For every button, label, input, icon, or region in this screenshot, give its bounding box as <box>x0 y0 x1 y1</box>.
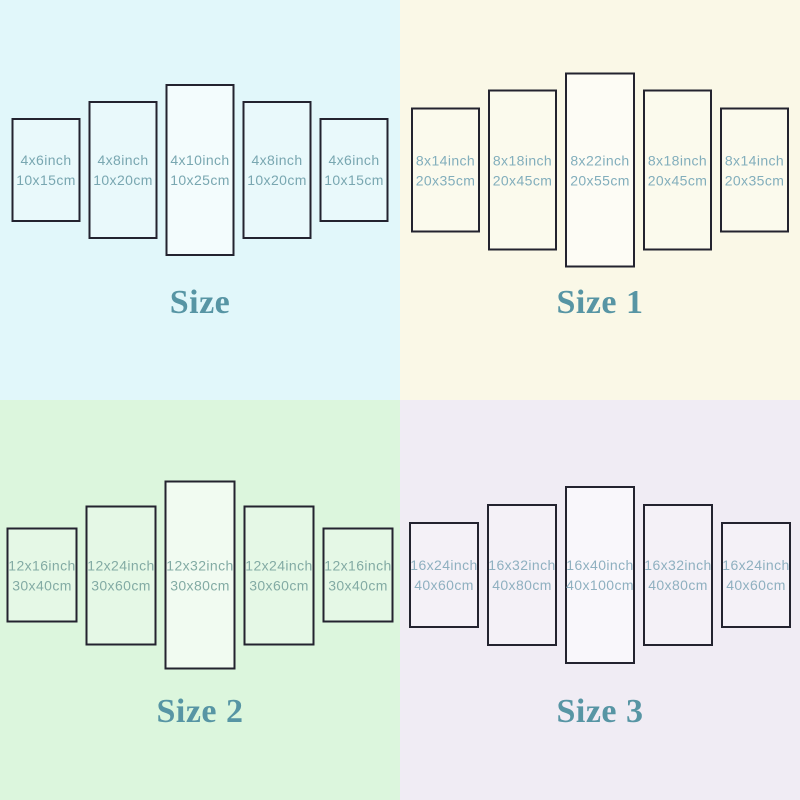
panel-size-inch: 4x10inch <box>170 152 230 168</box>
panel-label: 16x24inch 40x60cm <box>722 555 789 595</box>
panel-size-cm: 30x80cm <box>170 577 230 593</box>
quadrant-size-1: 8x14inch 20x35cm 8x18inch 20x45cm 8x22in… <box>400 0 800 400</box>
panel-label: 12x24inch 30x60cm <box>245 555 312 595</box>
panel-size-cm: 40x80cm <box>648 577 708 593</box>
panel-label: 12x16inch 30x40cm <box>324 555 391 595</box>
panel-label: 12x16inch 30x40cm <box>8 555 75 595</box>
panel-label: 4x10inch 10x25cm <box>170 150 230 190</box>
panel-outline-center: 12x32inch 30x80cm <box>164 480 236 670</box>
panel-label: 8x18inch 20x45cm <box>648 150 708 190</box>
panel-size-cm: 10x20cm <box>93 172 153 188</box>
quadrant-title: Size 3 <box>556 693 644 730</box>
panel-label: 12x24inch 30x60cm <box>87 555 154 595</box>
panel-size-inch: 16x32inch <box>644 557 712 573</box>
panel-label: 8x18inch 20x45cm <box>493 150 553 190</box>
panel-label: 16x40inch 40x100cm <box>566 555 634 595</box>
panel-size-cm: 40x100cm <box>566 577 634 593</box>
panel-size-inch: 12x16inch <box>8 557 76 573</box>
panel-diagram: 4x6inch 10x15cm 4x8inch 10x20cm 4x10inch… <box>11 84 389 256</box>
quadrant-size-2: 12x16inch 30x40cm 12x24inch 30x60cm 12x3… <box>0 400 400 800</box>
panel-size-inch: 4x6inch <box>328 152 380 168</box>
panel-size-cm: 30x60cm <box>91 577 151 593</box>
panel-size-cm: 40x80cm <box>492 577 552 593</box>
panel-outline: 4x8inch 10x20cm <box>88 101 158 239</box>
panel-label: 8x14inch 20x35cm <box>725 150 785 190</box>
quadrant-title: Size 2 <box>156 693 244 730</box>
quadrant-size: 4x6inch 10x15cm 4x8inch 10x20cm 4x10inch… <box>0 0 400 400</box>
panel-size-cm: 20x35cm <box>724 172 785 188</box>
panel-size-cm: 10x25cm <box>170 172 230 188</box>
panel-size-cm: 10x15cm <box>16 172 76 188</box>
panel-outline: 16x32inch 40x80cm <box>487 504 557 646</box>
panel-label: 4x6inch 10x15cm <box>324 150 384 190</box>
panel-size-inch: 12x24inch <box>87 557 155 573</box>
panel-size-inch: 12x24inch <box>245 557 313 573</box>
panel-label: 4x8inch 10x20cm <box>247 150 307 190</box>
panel-size-inch: 16x40inch <box>566 557 634 573</box>
panel-size-cm: 30x60cm <box>249 577 309 593</box>
panel-label: 8x22inch 20x55cm <box>570 150 630 190</box>
panel-outline: 12x24inch 30x60cm <box>85 505 157 645</box>
panel-label: 16x32inch 40x80cm <box>488 555 555 595</box>
quadrant-title: Size 1 <box>556 284 644 321</box>
panel-size-inch: 4x6inch <box>20 152 72 168</box>
quadrant-size-3: 16x24inch 40x60cm 16x32inch 40x80cm 16x4… <box>400 400 800 800</box>
panel-diagram: 8x14inch 20x35cm 8x18inch 20x45cm 8x22in… <box>411 72 789 268</box>
panel-outline-center: 8x22inch 20x55cm <box>565 72 635 268</box>
panel-size-cm: 30x40cm <box>12 577 72 593</box>
panel-size-cm: 20x45cm <box>492 172 553 188</box>
panel-outline: 12x16inch 30x40cm <box>6 527 78 623</box>
panel-size-inch: 12x16inch <box>324 557 392 573</box>
panel-size-cm: 20x45cm <box>647 172 708 188</box>
panel-size-cm: 10x20cm <box>247 172 307 188</box>
panel-size-cm: 40x60cm <box>726 577 786 593</box>
panel-outline: 8x18inch 20x45cm <box>488 89 557 251</box>
panel-label: 8x14inch 20x35cm <box>416 150 476 190</box>
panel-size-inch: 16x24inch <box>722 557 790 573</box>
panel-outline: 16x24inch 40x60cm <box>721 522 791 628</box>
panel-label: 12x32inch 30x80cm <box>166 555 233 595</box>
panel-size-inch: 8x14inch <box>415 152 476 168</box>
panel-outline: 16x24inch 40x60cm <box>409 522 479 628</box>
panel-outline: 12x16inch 30x40cm <box>322 527 394 623</box>
panel-size-cm: 20x55cm <box>570 172 630 188</box>
panel-outline: 4x8inch 10x20cm <box>242 101 312 239</box>
panel-label: 4x8inch 10x20cm <box>93 150 153 190</box>
panel-size-cm: 10x15cm <box>324 172 384 188</box>
panel-outline-center: 16x40inch 40x100cm <box>565 486 635 664</box>
panel-size-inch: 4x8inch <box>251 152 303 168</box>
panel-outline: 4x6inch 10x15cm <box>319 118 389 222</box>
panel-size-inch: 4x8inch <box>97 152 149 168</box>
panel-size-inch: 8x18inch <box>492 152 553 168</box>
quadrant-title: Size <box>169 284 231 321</box>
panel-outline: 16x32inch 40x80cm <box>643 504 713 646</box>
panel-outline-center: 4x10inch 10x25cm <box>165 84 235 256</box>
panel-size-inch: 16x32inch <box>488 557 556 573</box>
panel-outline: 8x18inch 20x45cm <box>643 89 712 251</box>
panel-outline: 4x6inch 10x15cm <box>11 118 81 222</box>
panel-diagram: 16x24inch 40x60cm 16x32inch 40x80cm 16x4… <box>409 486 791 664</box>
panel-outline: 8x14inch 20x35cm <box>411 107 480 233</box>
panel-outline: 8x14inch 20x35cm <box>720 107 789 233</box>
panel-label: 16x32inch 40x80cm <box>644 555 711 595</box>
panel-diagram: 12x16inch 30x40cm 12x24inch 30x60cm 12x3… <box>6 480 394 670</box>
panel-size-cm: 20x35cm <box>415 172 476 188</box>
panel-size-inch: 8x22inch <box>570 152 630 168</box>
panel-size-inch: 16x24inch <box>410 557 478 573</box>
panel-label: 4x6inch 10x15cm <box>16 150 76 190</box>
panel-size-inch: 8x14inch <box>724 152 785 168</box>
panel-size-inch: 12x32inch <box>166 557 234 573</box>
panel-size-cm: 30x40cm <box>328 577 388 593</box>
panel-size-inch: 8x18inch <box>647 152 708 168</box>
panel-outline: 12x24inch 30x60cm <box>243 505 315 645</box>
panel-label: 16x24inch 40x60cm <box>410 555 477 595</box>
panel-size-cm: 40x60cm <box>414 577 474 593</box>
